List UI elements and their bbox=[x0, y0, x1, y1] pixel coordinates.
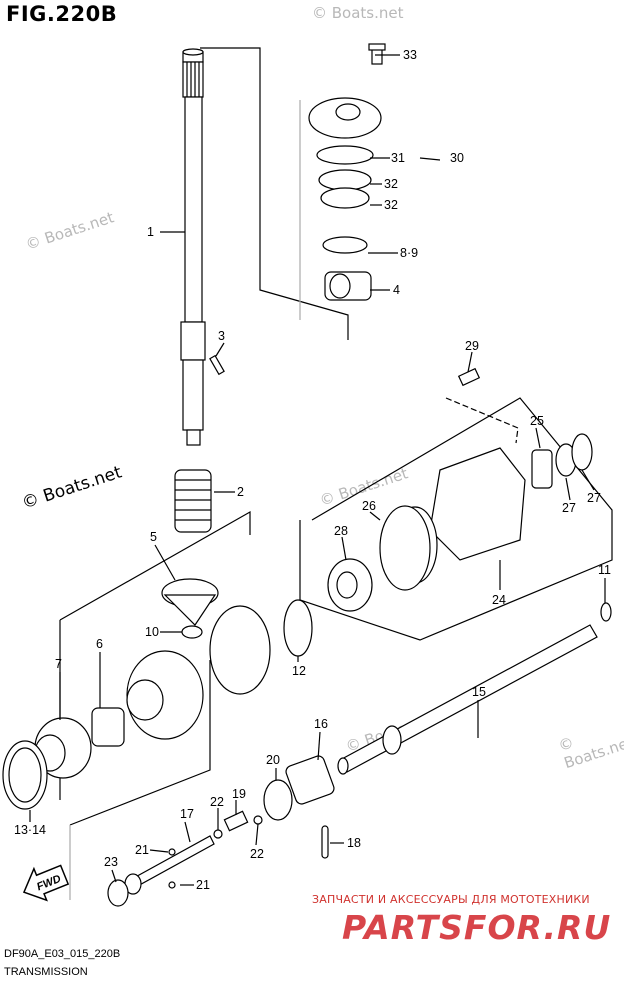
promo-logo: PARTSFOR.RU bbox=[342, 908, 612, 947]
callout-32: 32 bbox=[384, 177, 398, 191]
callout-21: 21 bbox=[135, 843, 149, 857]
watermark: © Boats.net bbox=[312, 4, 404, 22]
bracket-line bbox=[59, 510, 251, 621]
callout-8-9: 8·9 bbox=[400, 246, 418, 260]
callout-4: 4 bbox=[393, 283, 400, 297]
leader-line bbox=[419, 157, 441, 161]
forward-gear bbox=[2, 650, 204, 810]
callout-28: 28 bbox=[334, 524, 348, 538]
callout-16: 16 bbox=[314, 717, 328, 731]
callout-2: 2 bbox=[237, 485, 244, 499]
callout-12: 12 bbox=[292, 664, 306, 678]
callout-18: 18 bbox=[347, 836, 361, 850]
drive-shaft bbox=[180, 48, 206, 446]
washer bbox=[181, 625, 203, 639]
clutch-dog bbox=[285, 755, 335, 805]
bracket-line bbox=[445, 397, 519, 444]
callout-7: 7 bbox=[55, 657, 62, 671]
callout-10: 10 bbox=[145, 625, 159, 639]
ball bbox=[253, 815, 263, 825]
bearing-case bbox=[327, 433, 593, 612]
fwd-arrow: FWD bbox=[22, 864, 70, 902]
section-name: TRANSMISSION bbox=[4, 966, 88, 978]
callout-22: 22 bbox=[210, 795, 224, 809]
callout-5: 5 bbox=[150, 530, 157, 544]
callout-group: 33 31 30 32 32 8·9 4 1 3 29 25 2 26 28 2… bbox=[14, 48, 611, 892]
callout-21: 21 bbox=[196, 878, 210, 892]
clutch-pin bbox=[321, 825, 329, 859]
callout-32: 32 bbox=[384, 198, 398, 212]
bearing-housing bbox=[308, 43, 386, 301]
callout-1: 1 bbox=[147, 225, 154, 239]
bracket-line bbox=[69, 660, 211, 826]
callout-3: 3 bbox=[218, 329, 225, 343]
callout-6: 6 bbox=[96, 637, 103, 651]
callout-27: 27 bbox=[587, 491, 601, 505]
figure-title: FIG.220B bbox=[6, 2, 118, 26]
callout-26: 26 bbox=[362, 499, 376, 513]
callout-33: 33 bbox=[403, 48, 417, 62]
callout-22: 22 bbox=[250, 847, 264, 861]
callout-31: 31 bbox=[391, 151, 405, 165]
circlip bbox=[600, 602, 612, 622]
callout-29: 29 bbox=[465, 339, 479, 353]
cap bbox=[107, 879, 129, 907]
callout-24: 24 bbox=[492, 593, 506, 607]
pinion-gear bbox=[161, 578, 219, 626]
ball bbox=[213, 829, 223, 839]
spring bbox=[223, 810, 249, 832]
propeller-shaft bbox=[337, 624, 598, 775]
callout-25: 25 bbox=[530, 414, 544, 428]
model-code: DF90A_E03_015_220B bbox=[4, 948, 121, 960]
callout-23: 23 bbox=[104, 855, 118, 869]
callout-27: 27 bbox=[562, 501, 576, 515]
bracket-line bbox=[200, 47, 349, 340]
callout-30: 30 bbox=[450, 151, 464, 165]
callout-11: 11 bbox=[598, 563, 611, 577]
callout-15: 15 bbox=[472, 685, 486, 699]
callout-17: 17 bbox=[180, 807, 194, 821]
callout-20: 20 bbox=[266, 753, 280, 767]
pin bbox=[209, 354, 225, 376]
spring-ring bbox=[263, 779, 293, 821]
callout-19: 19 bbox=[232, 787, 246, 801]
spring-coupling bbox=[174, 469, 212, 533]
callout-13-14: 13·14 bbox=[14, 823, 46, 837]
shim bbox=[283, 599, 313, 657]
reverse-gear bbox=[209, 605, 271, 695]
bolt bbox=[457, 367, 481, 387]
promo-tagline: ЗАПЧАСТИ И АКСЕССУАРЫ ДЛЯ МОТОТЕХНИКИ bbox=[312, 893, 590, 906]
